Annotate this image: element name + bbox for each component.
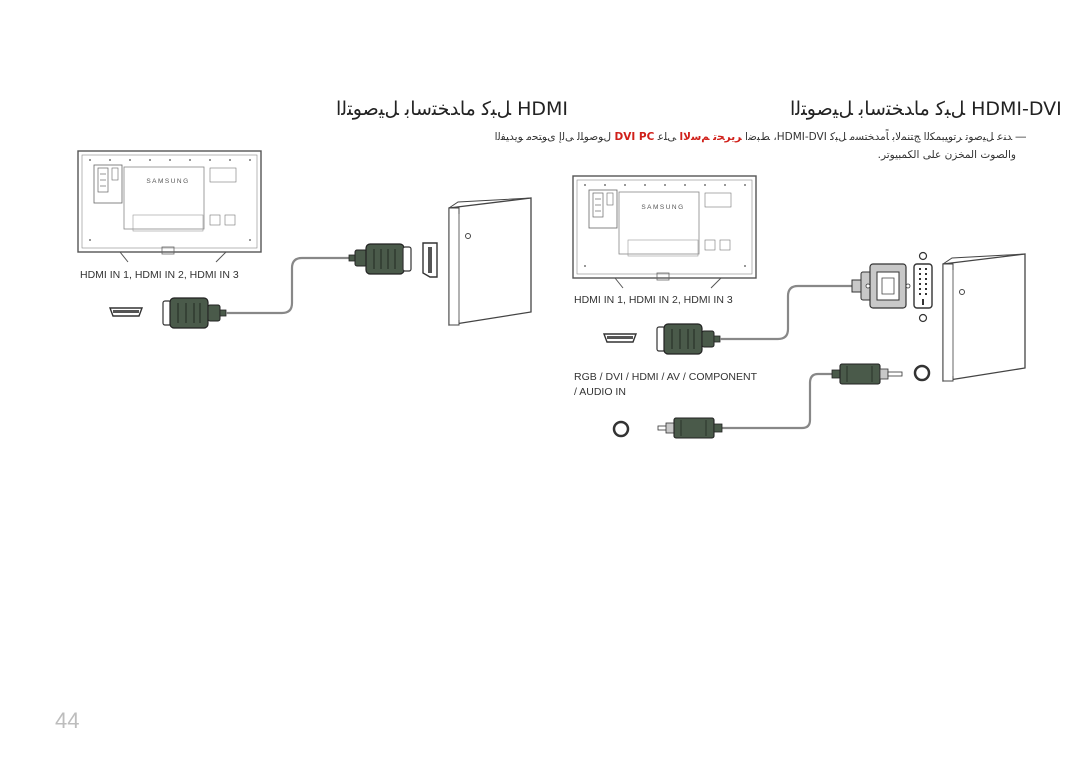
- right-tv-brand: SAMSUNG: [641, 204, 684, 211]
- audio-plug-tv-icon: [657, 417, 723, 439]
- right-hdmi-dvi-cable: [720, 284, 852, 341]
- note-text-1: ﺪﻨﻋ ﻞﻴﺻﻮﺗ ﺮﺗﻮﻴﺒﻤﻜﻟا ﺞﺘﻨﻤﻟﺎﺑ ﺎًﻣﺪﺨﺘﺴﻣ ﻞﺒﻛ…: [745, 131, 1013, 143]
- note-dash: ―: [1015, 131, 1027, 143]
- left-tv-brand: SAMSUNG: [146, 178, 189, 185]
- audio-port-label-line2: / AUDIO IN: [574, 386, 626, 398]
- left-section-title: HDMI ﻞﺒﻛ ماﺪﺨﺘﺳﺎﺑ ﻞﻴﺻﻮﺘﻟا: [336, 98, 569, 120]
- pc-audio-jack-icon: [913, 364, 931, 382]
- audio-port-label-line1: RGB / DVI / HDMI / AV / COMPONENT: [574, 371, 757, 383]
- left-tv-hdmi-port-icon: [108, 307, 144, 317]
- right-hdmi-plug-tv-icon: [656, 323, 721, 355]
- note-text-2: ﻰﻠﻋ: [657, 131, 677, 143]
- page-number: 44: [55, 708, 80, 733]
- note-highlight-dvi-pc: DVI PC: [614, 131, 655, 143]
- right-tv-back: [572, 175, 757, 289]
- note-highlight-edit-name: ﺮﻳﺮﺤﺗ ﻢﺳﻻا: [679, 131, 742, 143]
- left-hdmi-plug-pc-icon: [348, 243, 412, 275]
- audio-cable: [674, 372, 832, 430]
- hdmi-dvi-note: ― ﺪﻨﻋ ﻞﻴﺻﻮﺗ ﺮﺗﻮﻴﺒﻤﻜﻟا ﺞﺘﻨﻤﻟﺎﺑ ﺎًﻣﺪﺨﺘﺴﻣ ﻞ…: [495, 131, 1027, 143]
- right-tv-hdmi-port-icon: [602, 333, 638, 343]
- right-section-title: HDMI-DVI ﻞﺒﻛ ماﺪﺨﺘﺳﺎﺑ ﻞﻴﺻﻮﺘﻟا: [790, 98, 1062, 120]
- right-dvi-plug-icon: [851, 263, 911, 309]
- hdmi-dvi-note-line2: ﻭﺍﻟﺼﻮﺕ ﺍﻟﻤﺨﺰﻥ ﻋﻠﻰ ﺍﻟﻜﻤﺒﻴﻮﺗﺮ.: [877, 149, 1016, 161]
- left-hdmi-cable: [226, 256, 349, 315]
- left-pc-hdmi-port-icon: [422, 242, 438, 278]
- right-hdmi-port-label: HDMI IN 1, HDMI IN 2, HDMI IN 3: [574, 294, 733, 306]
- left-hdmi-port-label: HDMI IN 1, HDMI IN 2, HDMI IN 3: [80, 269, 239, 281]
- left-tv-back: [77, 150, 262, 263]
- left-pc-tower-icon: [448, 197, 532, 326]
- audio-plug-pc-icon: [831, 363, 903, 385]
- right-pc-dvi-port-icon: [913, 251, 933, 323]
- note-text-3: ﻝﻮﺻﻮﻠﻟ ﻰﻟإ ﻯﻮﺘﺤﻣ ﻮﻳﺪﻴﻔﻟا: [494, 131, 612, 143]
- tv-audio-jack-icon: [612, 420, 630, 438]
- right-pc-tower-icon: [942, 253, 1026, 382]
- left-hdmi-plug-tv-icon: [162, 297, 227, 329]
